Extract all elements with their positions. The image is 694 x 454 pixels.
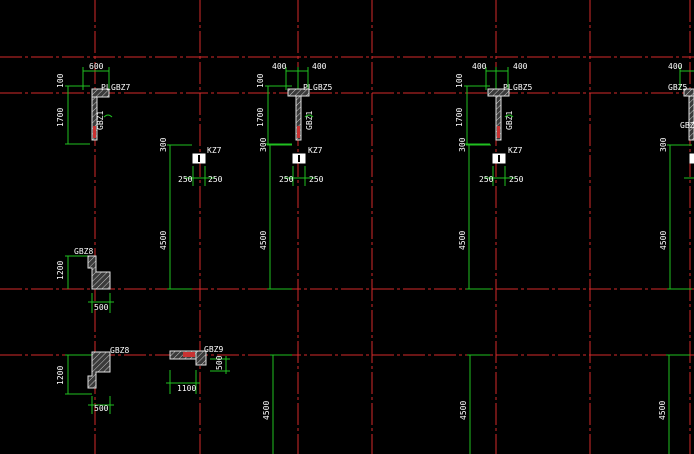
column-c1-mark: [93, 126, 96, 138]
kz-marker-4[interactable]: 300 4500: [659, 137, 694, 290]
c2-top-left: 400: [272, 62, 287, 71]
column-c2-web[interactable]: [295, 95, 302, 141]
column-c1-web[interactable]: [91, 96, 98, 141]
c4-code-b: GBZ1: [680, 121, 694, 130]
kz4-column[interactable]: [689, 153, 694, 164]
bottom-dim-1-text: 4500: [262, 401, 271, 420]
grid-lines-vertical: [94, 0, 691, 454]
c1-height: 1700: [56, 108, 65, 127]
grid-lines-horizontal: [0, 56, 694, 356]
kz2-right: 250: [309, 175, 324, 184]
gbz8-column-b[interactable]: 1200 GBZ8 500: [56, 346, 129, 414]
gbz8-a-shape[interactable]: [87, 255, 111, 290]
bottom-dim-3: 4500: [658, 354, 690, 454]
kz2-long-dim: 4500: [259, 231, 268, 250]
bottom-dim-2: 4500: [459, 354, 490, 454]
c2-tag: PL: [303, 83, 313, 92]
gbz9-height: 500: [215, 355, 224, 370]
c3-left-dim: 100: [455, 73, 464, 88]
gbz8-a-code: GBZ8: [74, 247, 93, 256]
bottom-dim-2-text: 4500: [459, 401, 468, 420]
gbz9-code: GBZ9: [204, 345, 223, 354]
kz4-dim-300: 300: [659, 137, 668, 152]
gbz8-a-height: 1200: [56, 261, 65, 280]
kz-marker-3[interactable]: 300 4500 KZ7 250 250: [458, 137, 524, 290]
kz3-left: 250: [479, 175, 494, 184]
column-group-4[interactable]: 400 GBZ5 GBZ1: [668, 62, 694, 141]
c4-top-left: 400: [668, 62, 683, 71]
kz3-dim-300: 300: [458, 137, 467, 152]
gbz9-column[interactable]: GBZ9 500 1100: [166, 345, 230, 394]
gbz8-b-width: 500: [94, 404, 109, 413]
c1-left-dim: 100: [56, 73, 65, 88]
kz2-dim-300: 300: [259, 137, 268, 152]
gbz9-width: 1100: [177, 384, 196, 393]
c1-top-dim: 600: [89, 62, 104, 71]
kz1-left: 250: [178, 175, 193, 184]
column-c2-mark: [297, 126, 300, 138]
kz4-long-dim: 4500: [659, 231, 668, 250]
c2-code: GBZ5: [313, 83, 332, 92]
gbz9-mark: [183, 352, 195, 357]
c1-code: GBZ7: [111, 83, 130, 92]
gbz8-a-width: 500: [94, 303, 109, 312]
gbz8-b-shape[interactable]: [87, 351, 111, 389]
c3-top-right: 400: [513, 62, 528, 71]
kz2-code: KZ7: [308, 146, 323, 155]
c2-top-right: 400: [312, 62, 327, 71]
c3-top-left: 400: [472, 62, 487, 71]
c2-height: 1700: [256, 108, 265, 127]
kz3-code: KZ7: [508, 146, 523, 155]
kz2-left: 250: [279, 175, 294, 184]
c1-tag: PL: [101, 83, 111, 92]
c2-code-b: GBZ1: [305, 111, 314, 130]
kz1-long-dim: 4500: [159, 231, 168, 250]
kz-marker-1[interactable]: 300 4500 KZ7 250 250: [159, 137, 223, 290]
c3-code-b: GBZ1: [505, 111, 514, 130]
column-c3-mark: [497, 126, 500, 138]
c4-code: GBZ5: [668, 83, 687, 92]
c2-left-dim: 100: [256, 73, 265, 88]
column-group-3[interactable]: 400 400 100 1700 PL GBZ5 GBZ1: [455, 62, 532, 145]
column-c3-web[interactable]: [495, 95, 502, 141]
kz1-code: KZ7: [207, 146, 222, 155]
column-c1-flange[interactable]: [91, 88, 110, 98]
kz3-long-dim: 4500: [458, 231, 467, 250]
bottom-dim-1: 4500: [262, 354, 292, 454]
c3-tag: PL: [503, 83, 513, 92]
c1-code-b: GBZ1: [96, 111, 105, 130]
column-group-1[interactable]: 600 100 1700 PL GBZ7 GBZ1: [56, 62, 130, 145]
bottom-dim-3-text: 4500: [658, 401, 667, 420]
c3-code: GBZ5: [513, 83, 532, 92]
gbz8-b-height: 1200: [56, 366, 65, 385]
gbz8-b-code: GBZ8: [110, 346, 129, 355]
column-c4-web[interactable]: [688, 95, 694, 141]
kz3-right: 250: [509, 175, 524, 184]
kz1-dim-300: 300: [159, 137, 168, 152]
kz1-right: 250: [208, 175, 223, 184]
c3-height: 1700: [455, 108, 464, 127]
column-group-2[interactable]: 400 400 100 1700 PL GBZ5 GBZ1: [256, 62, 332, 145]
gbz8-column-a[interactable]: GBZ8 1200 500: [56, 247, 114, 313]
kz-marker-2[interactable]: 300 4500 KZ7 250 250: [259, 137, 324, 290]
